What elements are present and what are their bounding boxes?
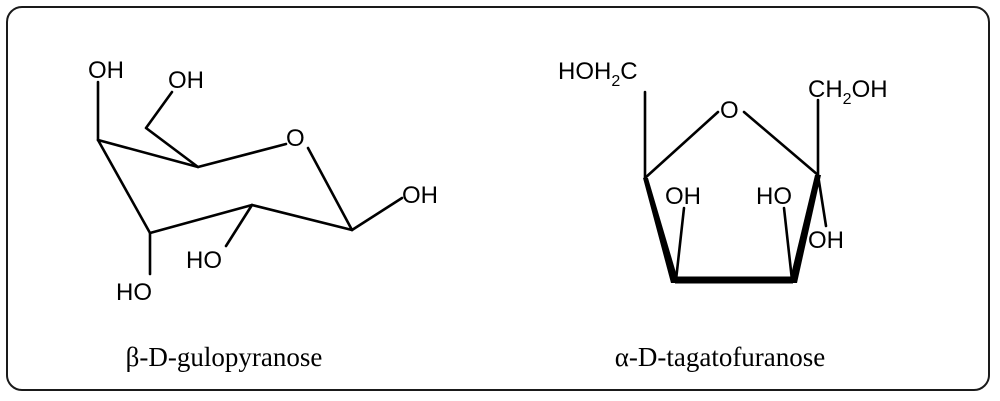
taga-ring-bonds (643, 110, 820, 180)
taga-right-wedge (789, 175, 821, 283)
gulo-oh-top: OH (88, 57, 124, 84)
taga-hoh2c: HOH2C (558, 58, 638, 90)
taga-ho-right: HO (756, 183, 792, 210)
gulo-oh-right: OH (402, 182, 438, 209)
taga-left-wedge (643, 178, 679, 283)
tagatofuranose-structure: HOH2C CH2OH O OH HO OH α-D-tagatofuranos… (558, 58, 888, 372)
figure-frame (6, 6, 990, 391)
gulopyranose-structure: OH OH O OH HO HO β-D-gulopyranose (88, 57, 438, 372)
taga-oh-low-right: OH (808, 227, 844, 254)
gulo-ho-bottom: HO (116, 279, 152, 306)
taga-substituent-bonds (643, 90, 828, 282)
tagatofuranose-caption: α-D-tagatofuranose (615, 342, 826, 372)
gulo-ring-bonds (96, 138, 354, 235)
gulo-ho-mid: HO (186, 247, 222, 274)
gulopyranose-caption: β-D-gulopyranose (126, 342, 323, 372)
taga-oh-left: OH (665, 183, 701, 210)
gulo-ring-oxygen: O (286, 125, 305, 152)
taga-ch2oh: CH2OH (808, 76, 888, 108)
gulo-substituent-bonds (96, 80, 404, 276)
gulo-oh-ch2: OH (168, 67, 204, 94)
taga-ring-oxygen: O (720, 97, 739, 124)
